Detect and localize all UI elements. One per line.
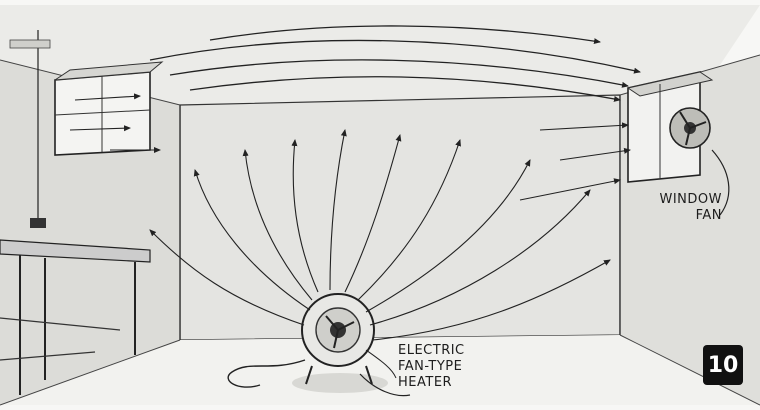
heater-label-line2: FAN-TYPE	[398, 359, 465, 375]
figure-number-badge: 10	[703, 345, 743, 385]
heater-label-line1: ELECTRIC	[398, 343, 465, 359]
left-window	[55, 62, 162, 155]
window-fan-label-line2: FAN	[612, 208, 722, 224]
heater-label-line3: HEATER	[398, 375, 465, 391]
window-fan-icon	[628, 72, 712, 182]
window-fan-label: WINDOW FAN	[612, 192, 722, 224]
heater-label: ELECTRIC FAN-TYPE HEATER	[398, 343, 465, 391]
back-wall	[180, 95, 620, 340]
window-fan-label-line1: WINDOW	[612, 192, 722, 208]
